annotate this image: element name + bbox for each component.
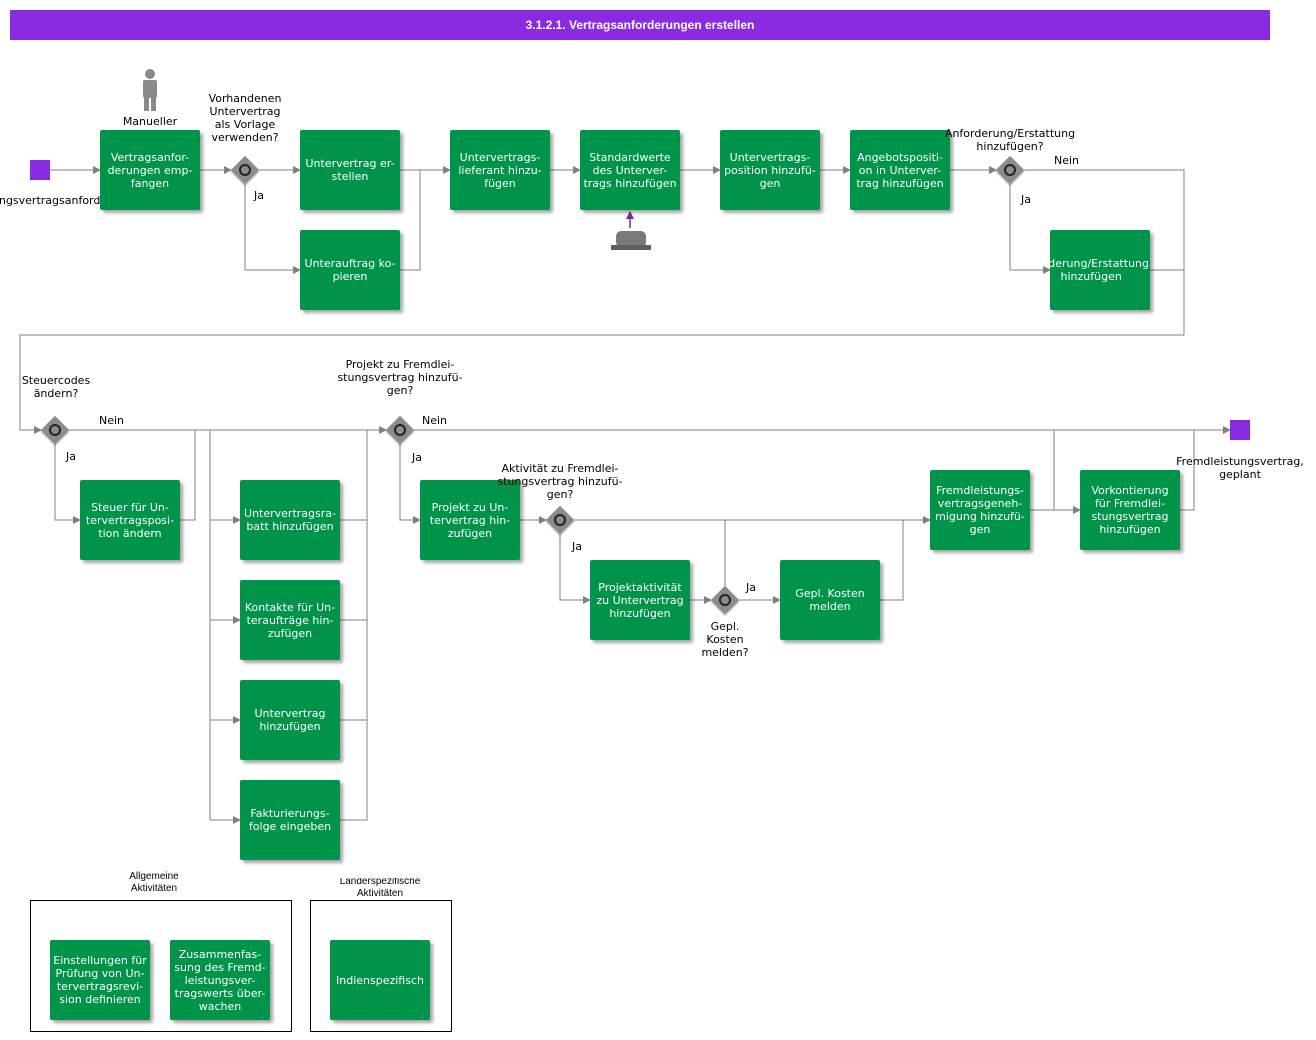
task-add-quote-line[interactable]: Angebotspositi- on in Unterver- trag hin… xyxy=(850,130,950,210)
task-add-project-activity[interactable]: Projektaktivität zu Untervertrag hinzufü… xyxy=(590,560,690,640)
group-general-label: Allgemeine Aktivitäten xyxy=(129,871,179,894)
flow-label-ja: Ja xyxy=(66,450,76,463)
end-event-label: Fremdleistungsvertrag, geplant xyxy=(1176,455,1304,481)
task-copy-subcontract[interactable]: Unterauftrag ko- pieren xyxy=(300,230,400,310)
flow-label-ja: Ja xyxy=(412,451,422,464)
gateway-ring-icon xyxy=(239,164,251,176)
gateway-label: Anforderung/Erstattung hinzufügen? xyxy=(944,127,1076,153)
flow-line xyxy=(19,334,1184,434)
flow-line xyxy=(209,430,241,824)
flow-label-nein: Nein xyxy=(422,414,448,427)
flow-label-nein: Nein xyxy=(99,414,125,427)
flow-line xyxy=(180,430,196,521)
gateway-label: Projekt zu Fremdlei- stungsvertrag hinzu… xyxy=(337,358,463,397)
task-add-pre-posting[interactable]: Vorkontierung für Fremdlei- stungsvertra… xyxy=(1080,470,1180,550)
system-icon xyxy=(611,231,651,250)
gateway-ring-icon xyxy=(1004,164,1016,176)
flow-line xyxy=(880,520,904,601)
gateway-label: Steuercodes ändern? xyxy=(21,374,91,400)
task-monitor-contract-value[interactable]: Zusammenfas- sung des Fremd- leistungsve… xyxy=(170,940,270,1020)
flow-line xyxy=(1009,184,1051,274)
gateway-label: Gepl. Kosten melden? xyxy=(701,620,749,659)
task-report-planned-costs[interactable]: Gepl. Kosten melden xyxy=(780,560,880,640)
start-event[interactable] xyxy=(30,160,50,180)
task-add-default-values[interactable]: Standardwerte des Unterver- trags hinzuf… xyxy=(580,130,680,210)
group-country-label-clip: Länderspezifische Aktivitäten xyxy=(300,878,460,898)
flow-line xyxy=(244,184,301,274)
flow-line xyxy=(559,534,591,604)
task-india-specific[interactable]: Indienspezifisch xyxy=(330,940,430,1020)
task-add-subcontract-line[interactable]: Untervertrags- position hinzufü- gen xyxy=(720,130,820,210)
task-add-approval[interactable]: Fremdleistungs- vertragsgeneh- migung hi… xyxy=(930,470,1030,550)
gateway-ring-icon xyxy=(49,424,61,436)
task-change-tax[interactable]: Steuer für Un- tervertragsposi- tion änd… xyxy=(80,480,180,560)
task-add-requirement-reimbursement[interactable]: forderung/Erstattung hinzufügen xyxy=(1050,230,1150,310)
task-add-subcontract-supplier[interactable]: Untervertrags- lieferant hinzu- fügen xyxy=(450,130,550,210)
gateway-ring-icon xyxy=(394,424,406,436)
flow-label-ja: Ja xyxy=(254,189,264,202)
flow-line xyxy=(340,430,368,821)
flow-label-nein: Nein xyxy=(1054,154,1080,167)
diagram-title: 3.1.2.1. Vertragsanforderungen erstellen xyxy=(10,10,1270,40)
gateway-ring-icon xyxy=(719,594,731,606)
task-add-subcontract-discount[interactable]: Untervertragsra- batt hinzufügen xyxy=(240,480,340,560)
task-receive-contract-requirements[interactable]: Vertragsanfor- derungen emp- fangen xyxy=(100,130,200,210)
flow-label-ja: Ja xyxy=(572,540,582,553)
gateway-ring-icon xyxy=(554,514,566,526)
flow-line xyxy=(1024,169,1185,335)
task-enter-billing-sequence[interactable]: Fakturierungs- folge eingeben xyxy=(240,780,340,860)
end-event[interactable] xyxy=(1230,420,1250,440)
task-add-contacts[interactable]: Kontakte für Un- teraufträge hin- zufüge… xyxy=(240,580,340,660)
start-event-label: ungsvertragsanforderung xyxy=(0,194,133,207)
person-icon xyxy=(143,69,157,111)
task-define-revision-settings[interactable]: Einstellungen für Prüfung von Un- terver… xyxy=(50,940,150,1020)
gateway-label: Vorhandenen Untervertrag als Vorlage ver… xyxy=(208,92,282,144)
flow-line xyxy=(400,170,421,271)
gateway-label: Aktivität zu Fremdlei- stungsvertrag hin… xyxy=(497,462,623,501)
task-create-subcontract[interactable]: Untervertrag er- stellen xyxy=(300,130,400,210)
task-add-project[interactable]: Projekt zu Un- tervertrag hin- zufügen xyxy=(420,480,520,560)
flow-label-ja: Ja xyxy=(1021,193,1031,206)
flow-line xyxy=(399,444,421,524)
task-add-subcontract[interactable]: Untervertrag hinzufügen xyxy=(240,680,340,760)
group-country-label: Länderspezifische Aktivitäten xyxy=(339,878,421,898)
flow-label-ja: Ja xyxy=(746,581,756,594)
flow-line xyxy=(1180,430,1195,511)
flow-line xyxy=(54,444,81,524)
